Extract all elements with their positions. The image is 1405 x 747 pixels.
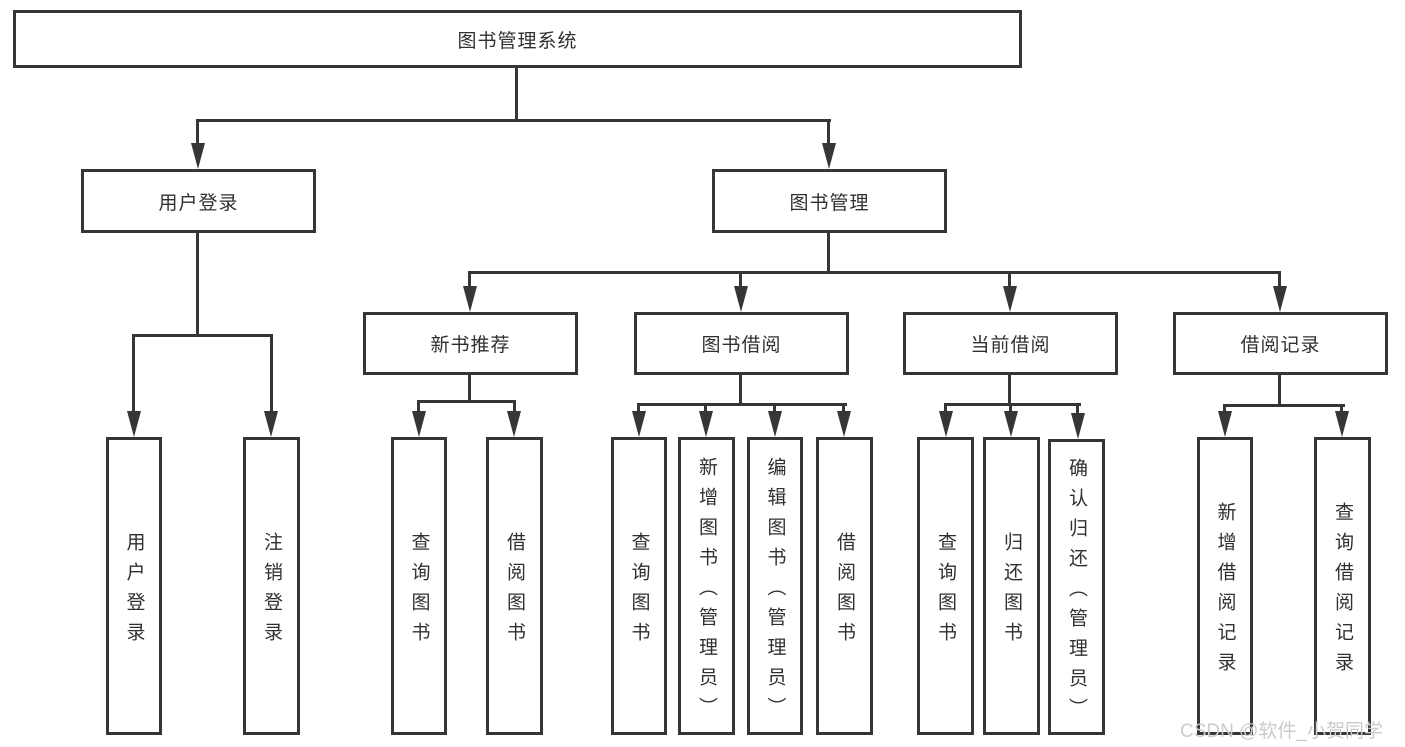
- connector-line: [196, 119, 831, 122]
- connector-line: [1223, 404, 1226, 414]
- node-new-book-recommend: 新书推荐: [363, 312, 578, 375]
- connector-line: [417, 400, 420, 414]
- leaf-add-book-admin: 新增图书（管理员）: [678, 437, 735, 735]
- connector-line: [944, 403, 947, 414]
- arrowhead: [127, 411, 141, 437]
- connector-line: [132, 334, 273, 337]
- leaf-add-borrow-record: 新增借阅记录: [1197, 437, 1253, 735]
- node-book-borrow: 图书借阅: [634, 312, 849, 375]
- node-current-borrow: 当前借阅: [903, 312, 1118, 375]
- arrowhead: [768, 411, 782, 437]
- connector-line: [1076, 403, 1079, 414]
- connector-line: [1278, 375, 1281, 406]
- connector-line: [773, 403, 776, 414]
- arrowhead: [822, 143, 836, 169]
- connector-line: [637, 403, 640, 414]
- connector-line: [944, 403, 1081, 406]
- arrowhead: [1071, 413, 1085, 439]
- connector-line: [1008, 271, 1011, 289]
- node-book-management: 图书管理: [712, 169, 947, 233]
- node-borrow-records: 借阅记录: [1173, 312, 1388, 375]
- connector-line: [1223, 404, 1345, 407]
- connector-line: [196, 120, 199, 146]
- csdn-watermark: CSDN @软件_小贺同学: [1180, 721, 1383, 742]
- leaf-logout: 注销登录: [243, 437, 300, 735]
- connector-line: [1340, 404, 1343, 414]
- connector-line: [468, 271, 471, 289]
- arrowhead: [191, 143, 205, 169]
- connector-line: [468, 375, 471, 403]
- leaf-query-books-3: 查询图书: [917, 437, 974, 735]
- leaf-query-borrow-record: 查询借阅记录: [1314, 437, 1371, 735]
- leaf-query-books-1: 查询图书: [391, 437, 447, 735]
- connector-line: [739, 375, 742, 405]
- leaf-borrow-books-2: 借阅图书: [816, 437, 873, 735]
- leaf-query-books-2: 查询图书: [611, 437, 667, 735]
- connector-line: [468, 271, 1281, 274]
- arrowhead: [1273, 286, 1287, 312]
- arrowhead: [632, 411, 646, 437]
- arrowhead: [463, 286, 477, 312]
- connector-line: [827, 233, 830, 274]
- leaf-user-login: 用户登录: [106, 437, 162, 735]
- arrowhead: [939, 411, 953, 437]
- connector-line: [1009, 403, 1012, 414]
- connector-line: [196, 233, 199, 336]
- arrowhead: [1003, 286, 1017, 312]
- connector-line: [1008, 375, 1011, 405]
- arrowhead: [1218, 411, 1232, 437]
- leaf-confirm-return-admin: 确认归还（管理员）: [1048, 439, 1105, 735]
- leaf-edit-book-admin: 编辑图书（管理员）: [747, 437, 803, 735]
- arrowhead: [1335, 411, 1349, 437]
- connector-line: [270, 334, 273, 414]
- connector-line: [515, 68, 518, 121]
- leaf-return-book: 归还图书: [983, 437, 1040, 735]
- arrowhead: [412, 411, 426, 437]
- arrowhead: [837, 411, 851, 437]
- arrowhead: [507, 411, 521, 437]
- connector-line: [637, 403, 847, 406]
- arrowhead: [734, 286, 748, 312]
- connector-line: [1278, 271, 1281, 289]
- connector-line: [827, 120, 830, 146]
- connector-line: [132, 334, 135, 414]
- arrowhead: [264, 411, 278, 437]
- node-root: 图书管理系统: [13, 10, 1022, 68]
- connector-line: [842, 403, 845, 414]
- arrowhead: [699, 411, 713, 437]
- connector-line: [704, 403, 707, 414]
- connector-line: [739, 271, 742, 289]
- leaf-borrow-books-1: 借阅图书: [486, 437, 543, 735]
- connector-line: [417, 400, 516, 403]
- node-user-login: 用户登录: [81, 169, 316, 233]
- connector-line: [513, 400, 516, 414]
- arrowhead: [1004, 411, 1018, 437]
